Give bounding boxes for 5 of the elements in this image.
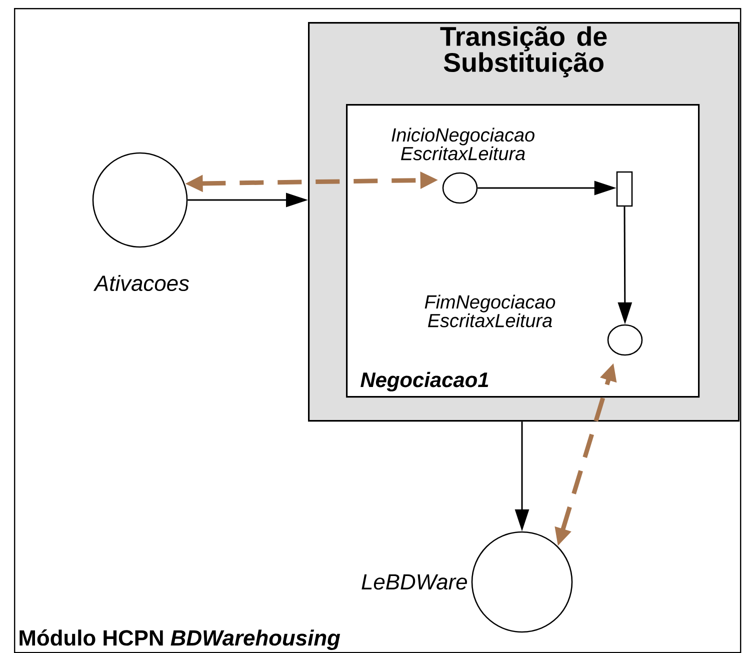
place-label: InicioNegociacao EscritaxLeitura (392, 128, 534, 160)
place-label: Ativacoes (93, 274, 190, 292)
place-label: FimNegociacao EscritaxLeitura (424, 294, 556, 328)
place-label: LeBDWare (362, 574, 467, 590)
transition-bar (616, 171, 633, 207)
